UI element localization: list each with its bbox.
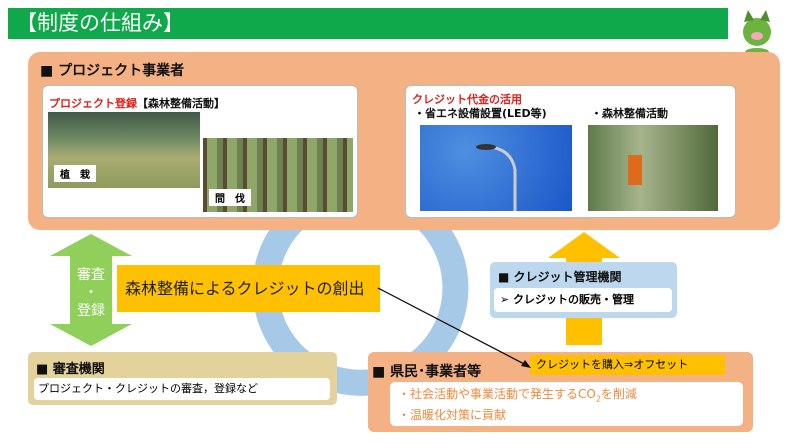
reviewer-heading: ■ 審査機関 — [36, 362, 105, 377]
project-operator-heading: ■ プロジェクト事業者 — [40, 63, 185, 79]
usage-label: クレジット代金の活用 — [412, 93, 522, 106]
benefit-co2: ・社会活動や事業活動で発生するCO2を削減 — [398, 386, 735, 407]
register-text: 登録 — [77, 303, 105, 319]
register-activity: 【森林整備活動】 — [137, 97, 225, 110]
planting-label: 植 栽 — [54, 165, 96, 182]
page-title: 【制度の仕組み】 — [8, 8, 728, 39]
review-text: 審査 — [77, 267, 105, 283]
register-label: プロジェクト登録 — [49, 97, 137, 110]
reviewer-item: プロジェクト・クレジットの審査，登録など — [34, 378, 330, 400]
thinning-label: 間 伐 — [209, 189, 251, 206]
credit-creation-box: 森林整備によるクレジットの創出 — [117, 265, 380, 312]
citizens-box: ■ 県民･事業者等 クレジットを購入⇒オフセット ・社会活動や事業活動で発生する… — [368, 352, 753, 432]
benefit-co2-suffix: を削減 — [600, 387, 637, 401]
management-item: ➢ クレジットの販売・管理 — [494, 288, 672, 312]
led-streetlight-photo — [420, 125, 572, 211]
review-arrow-label: 審査・登録 — [70, 266, 112, 320]
reviewer-box: ■ 審査機関 プロジェクト・クレジットの審査，登録など — [28, 352, 337, 405]
credit-management-box: ■ クレジット管理機関 ➢ クレジットの販売・管理 — [490, 262, 677, 318]
purchase-offset-label: クレジットを購入⇒オフセット — [530, 355, 725, 375]
thinning-photo: 間 伐 — [203, 138, 353, 212]
dot-text: ・ — [84, 285, 98, 301]
citizens-benefits: ・社会活動や事業活動で発生するCO2を削減 ・温暖化対策に貢献 — [390, 382, 743, 426]
benefit-co2-text: ・社会活動や事業活動で発生するCO — [398, 387, 596, 401]
citizens-heading: ■ 県民･事業者等 — [372, 364, 482, 380]
management-heading: ■ クレジット管理機関 — [498, 270, 622, 284]
forest-work-photo — [588, 125, 718, 211]
usage-item-forest: ・森林整備活動 — [591, 107, 668, 120]
co2-subscript: 2 — [595, 394, 601, 404]
planting-photo: 植 栽 — [48, 112, 200, 188]
review-double-arrow — [50, 234, 132, 346]
usage-item-led: ・省エネ設備設置(LED等) — [414, 107, 547, 120]
benefit-warming: ・温暖化対策に貢献 — [398, 408, 507, 423]
